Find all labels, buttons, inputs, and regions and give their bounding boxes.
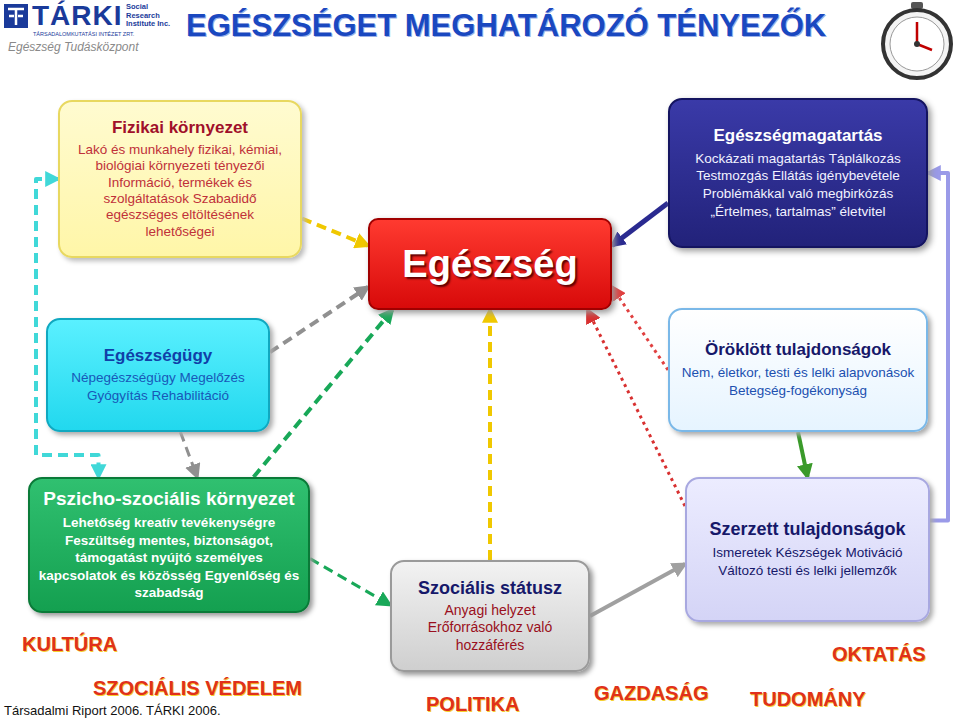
acquired-box: Szerzett tulajdonságokIsmeretek Készsége… <box>685 477 930 622</box>
status-box: Szociális státuszAnyagi helyzet Erőforrá… <box>390 560 590 672</box>
connector-arrow <box>270 287 368 352</box>
logo-square <box>4 4 28 28</box>
health-box: Egészség <box>368 218 612 310</box>
source-note: Társadalmi Riport 2006. TÁRKI 2006. <box>4 703 221 718</box>
diagram-title: EGÉSZSÉGET MEGHATÁROZÓ TÉNYEZŐK <box>186 8 826 44</box>
connector-arrow <box>302 219 368 246</box>
logo-wordmark: TÁRKI <box>32 0 123 32</box>
node-heading: Egészségügy <box>104 346 213 366</box>
connector-arrow <box>590 564 685 616</box>
node-heading: Szerzett tulajdonságok <box>709 519 905 540</box>
domain-label: SZOCIÁLIS VÉDELEM <box>93 677 302 700</box>
domain-label: GAZDASÁG <box>594 682 708 705</box>
stopwatch-pin <box>914 41 920 47</box>
connector-arrow <box>254 310 393 477</box>
connector-arrow <box>488 310 492 560</box>
logo-icon <box>4 4 28 28</box>
connector-arrow <box>798 432 808 477</box>
psychosocial-box: Pszicho-szociális környezetLehetőség kre… <box>28 477 310 613</box>
node-body: Anyagi helyzet Erőforrásokhoz való hozzá… <box>400 602 580 655</box>
domain-label: KULTÚRA <box>22 633 117 656</box>
node-body: Kockázati magatartás Táplálkozás Testmoz… <box>680 150 916 220</box>
domain-label: OKTATÁS <box>832 643 926 666</box>
stopwatch-face <box>890 17 944 71</box>
domain-label: TUDOMÁNY <box>750 688 866 711</box>
node-body: Nem, életkor, testi és lelki alapvonások… <box>680 364 916 399</box>
stopwatch-illustration <box>883 2 951 78</box>
node-body: Lakó és munkahely fizikai, kémiai, bioló… <box>70 142 290 241</box>
connector-arrow <box>612 203 668 246</box>
inherited-box: Öröklött tulajdonságokNem, életkor, test… <box>668 308 928 432</box>
behaviour-box: EgészségmagatartásKockázati magatartás T… <box>668 98 928 248</box>
node-body: Ismeretek Készségek Motiváció Változó te… <box>695 544 920 579</box>
connector-arrow <box>612 287 668 370</box>
node-heading: Egészség <box>402 243 577 286</box>
logo-mark <box>8 9 24 25</box>
logo-subtitle: Social Research Institute Inc. <box>126 3 172 29</box>
node-heading: Szociális státusz <box>418 578 562 599</box>
connector-arrow <box>180 432 197 477</box>
domain-label: POLITIKA <box>426 693 519 716</box>
node-heading: Egészségmagatartás <box>713 126 882 146</box>
logo-unit: Egészség Tudásközpont <box>8 40 139 54</box>
node-heading: Öröklött tulajdonságok <box>705 340 891 360</box>
stopwatch-case <box>883 10 951 78</box>
connector-arrow <box>928 173 948 521</box>
stopwatch-crown <box>911 2 923 9</box>
connector-arrow <box>310 559 390 605</box>
node-body: Népegészségügy Megelőzés Gyógyítás Rehab… <box>58 369 258 404</box>
logo-tagline: TÁRSADALOMKUTATÁSI INTÉZET ZRT. <box>33 31 134 37</box>
node-heading: Pszicho-szociális környezet <box>43 488 294 510</box>
healthcare-box: EgészségügyNépegészségügy Megelőzés Gyóg… <box>46 318 270 432</box>
node-heading: Fizikai környezet <box>112 118 248 138</box>
environment-box: Fizikai környezetLakó és munkahely fizik… <box>58 100 302 258</box>
node-body: Lehetőség kreatív tevékenységre Feszülts… <box>38 514 300 602</box>
